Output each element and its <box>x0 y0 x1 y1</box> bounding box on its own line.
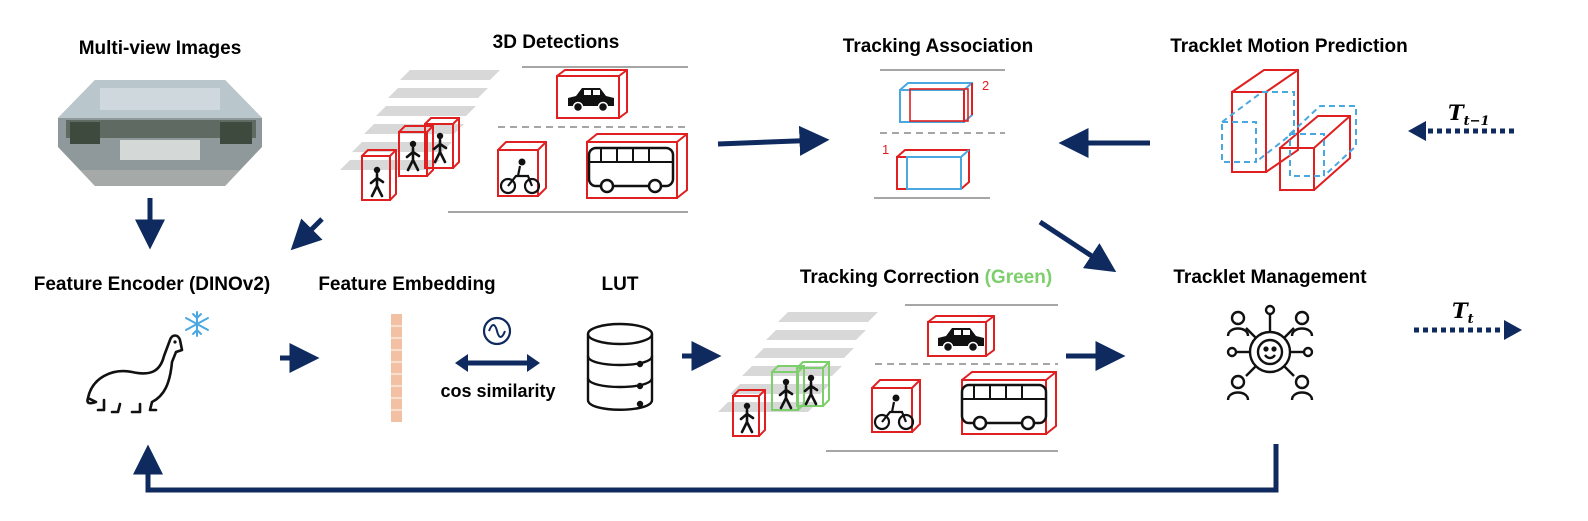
tracklet-management-label: Tracklet Management <box>1173 267 1367 288</box>
feature-embedding-vector <box>391 314 402 422</box>
bus-box <box>960 371 1057 435</box>
car-box <box>556 69 628 119</box>
motorcycle-icon <box>499 157 541 195</box>
pedestrian-boxes <box>361 117 460 201</box>
tracklet-motion-prediction-label: Tracklet Motion Prediction <box>1170 36 1408 57</box>
tracking-correction-text: Tracking Correction <box>800 267 985 288</box>
multiview-images-label: Multi-view Images <box>79 38 242 59</box>
feature-embedding-label: Feature Embedding <box>318 274 495 295</box>
arrow-association-to-management <box>1038 219 1117 273</box>
motorcycle-box <box>871 379 921 433</box>
cos-similarity-arrow <box>455 354 540 372</box>
database-icon <box>586 322 654 411</box>
tracking-association-label: Tracking Association <box>843 36 1033 57</box>
bus-icon <box>960 383 1048 431</box>
motorcycle-icon <box>873 393 915 431</box>
pedestrian-icon <box>803 373 819 406</box>
multiview-images-panel <box>58 80 262 186</box>
motorcycle-box <box>497 141 547 197</box>
bus-box <box>586 133 688 199</box>
car-icon <box>937 327 985 353</box>
track-id-2: 2 <box>982 78 989 93</box>
bus-icon <box>587 146 675 194</box>
tracklet-motion-prediction-panel <box>1221 69 1357 191</box>
tracking-association-panel: 2 1 <box>874 69 1005 199</box>
dinosaur-icon <box>86 334 184 414</box>
arrow-detections-to-association <box>717 125 830 156</box>
feature-encoder-label: Feature Encoder (DINOv2) <box>34 274 271 295</box>
cosine-icon <box>482 316 512 346</box>
pedestrian-boxes <box>732 361 830 437</box>
time-prev-label: Tt−1 <box>1448 100 1490 129</box>
time-arrows <box>1408 121 1522 340</box>
management-network-icon <box>1226 304 1314 401</box>
detections-3d-panel <box>340 66 688 213</box>
track-id-1: 1 <box>882 142 889 157</box>
flow-arrows <box>133 125 1279 493</box>
tracking-correction-panel <box>718 304 1058 452</box>
tracking-correction-green-text: (Green) <box>985 267 1053 288</box>
detections-3d-label: 3D Detections <box>493 32 620 53</box>
snowflake-icon <box>185 311 209 337</box>
car-icon <box>567 87 615 113</box>
lut-label: LUT <box>602 274 639 295</box>
pedestrian-icon <box>369 165 385 198</box>
cos-similarity-label: cos similarity <box>440 381 555 401</box>
car-box <box>927 315 995 357</box>
pedestrian-icon <box>432 131 448 164</box>
arrow-detections-to-encoder <box>290 217 324 251</box>
time-current-label: Tt <box>1452 298 1474 327</box>
arrow-feedback-loop <box>133 444 1279 493</box>
tracking-correction-label: Tracking Correction (Green) <box>800 267 1052 288</box>
